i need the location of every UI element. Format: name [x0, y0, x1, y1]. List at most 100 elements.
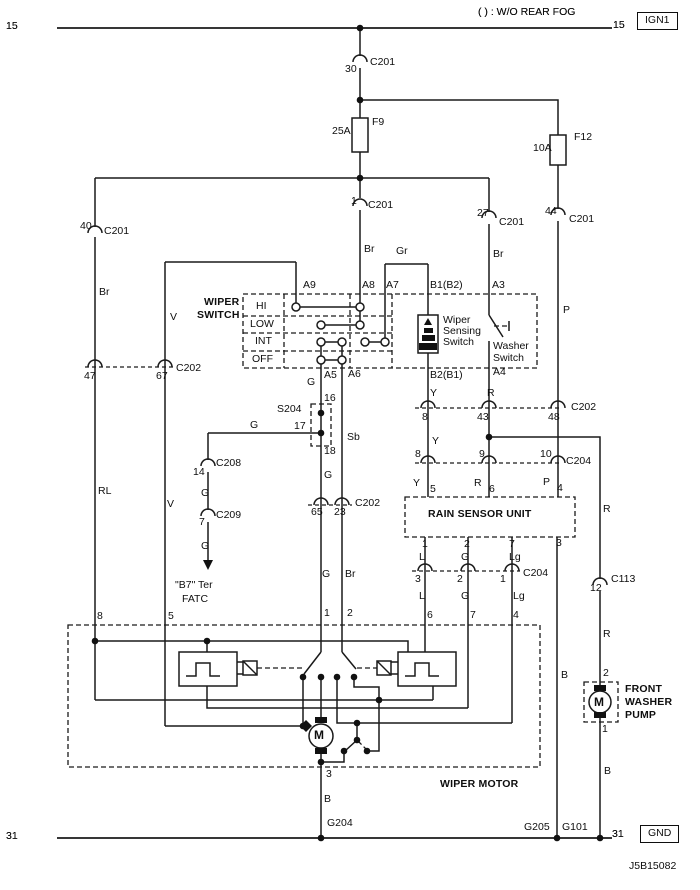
- fatc: FATC: [182, 593, 209, 605]
- f9-id: F9: [372, 116, 385, 128]
- circuit-15-right-num: 15: [613, 19, 625, 31]
- c202r-48: 48: [548, 411, 560, 423]
- pos-hi: HI: [256, 300, 267, 312]
- pin-a6: A6: [348, 368, 361, 380]
- c208-14: 14: [193, 466, 205, 478]
- gnd-box: GND: [640, 825, 680, 843]
- c201-30-pin: 30: [345, 63, 357, 75]
- rsu-pin1: 1: [422, 538, 428, 550]
- rsu-pin2: 2: [464, 538, 470, 550]
- c113-12: 12: [590, 582, 602, 594]
- c204b-1: 1: [500, 573, 506, 585]
- wiper-switch-box: [242, 293, 538, 369]
- wire-br-3: Br: [493, 248, 504, 260]
- fwp-pin1: 1: [602, 723, 608, 735]
- rain-sensor-box: [404, 496, 576, 538]
- wiper-switch-title-2: SWITCH: [197, 309, 240, 321]
- c201-44: C201: [569, 213, 595, 225]
- wm-pin5: 5: [168, 610, 174, 622]
- circuit-31-left-num: 31: [6, 830, 18, 842]
- c201-1-pin: 1: [351, 195, 357, 207]
- circuit-31-right-num: 31: [612, 828, 624, 840]
- ground-g204: G204: [327, 817, 353, 829]
- pin-b1b2: B1(B2): [430, 279, 463, 291]
- ign1-box: IGN1: [637, 12, 678, 30]
- park-switch-right: [376, 651, 457, 687]
- wire-br-1: Br: [99, 286, 110, 298]
- c208: C208: [216, 457, 242, 469]
- fuse-f12: [549, 134, 567, 166]
- wm-pin6: 6: [427, 609, 433, 621]
- wire-g-6: G: [461, 551, 470, 563]
- wire-lg-1: Lg: [509, 551, 521, 563]
- ground-g205: G205: [524, 821, 550, 833]
- c204b-3: 3: [415, 573, 421, 585]
- c202l: C202: [176, 362, 202, 374]
- wire-g-2: G: [201, 487, 210, 499]
- wire-v-2: V: [167, 498, 175, 510]
- wire-sb: Sb: [347, 431, 360, 443]
- circuit-15-left: 15: [6, 20, 18, 32]
- c204t-10: 10: [540, 448, 552, 460]
- park-switch-left: [178, 651, 258, 687]
- c202m: C202: [355, 497, 381, 509]
- doc-number: J5B15082: [629, 860, 677, 872]
- wire-r-2: R: [474, 477, 482, 489]
- c202m-23: 23: [334, 506, 346, 518]
- fuse-f9: [351, 117, 369, 153]
- fatc-arrow: [203, 560, 213, 570]
- rsu-pin7: 7: [509, 538, 515, 550]
- rsu-pin6: 6: [489, 483, 495, 495]
- washer-pump-m: M: [594, 695, 604, 709]
- washer-pump-box: [583, 681, 619, 723]
- c209-7: 7: [199, 516, 205, 528]
- pin-a8: A8: [362, 279, 375, 291]
- power-bus-line: [57, 27, 612, 839]
- junction-dots: [91, 24, 604, 842]
- wire-b-1: B: [561, 669, 569, 681]
- pin-a7: A7: [386, 279, 399, 291]
- f9-rating: 25A: [332, 125, 351, 137]
- f12-id: F12: [574, 131, 593, 143]
- b7-terminal: "B7" Ter: [175, 579, 213, 591]
- c201-40: C201: [104, 225, 130, 237]
- c201-27-pin: 27: [477, 207, 489, 219]
- pin-a9: A9: [303, 279, 316, 291]
- wiper-motor-box: [67, 624, 541, 768]
- wire-g-5: G: [322, 568, 331, 580]
- wire-br-2: Br: [364, 243, 375, 255]
- c209: C209: [216, 509, 242, 521]
- c201-30: C201: [370, 56, 396, 68]
- wire-r-1: R: [487, 387, 495, 399]
- ground-g101: G101: [562, 821, 588, 833]
- c202m-65: 65: [311, 506, 323, 518]
- wires-solid: [94, 28, 601, 838]
- c202r: C202: [571, 401, 597, 413]
- sensing-switch-label-1: Wiper: [443, 314, 471, 326]
- wire-g-a5: G: [307, 376, 316, 388]
- c201-1: C201: [368, 199, 394, 211]
- c204t-8: 8: [415, 448, 421, 460]
- wire-l-2: L: [419, 590, 425, 602]
- wo-rear-fog-note: ( ) : W/O REAR FOG: [478, 6, 576, 18]
- circuit-31-right: 31: [612, 828, 624, 840]
- pin-b2b1: B2(B1): [430, 369, 463, 381]
- wire-y-2: Y: [432, 435, 440, 447]
- pin-a5: A5: [324, 369, 337, 381]
- pos-off: OFF: [252, 353, 273, 365]
- c201-44-pin: 44: [545, 205, 557, 217]
- sensing-switch-label-2: Sensing: [443, 325, 481, 337]
- pin-a3: A3: [492, 279, 505, 291]
- wire-b-2: B: [604, 765, 612, 777]
- wire-p-1: P: [563, 304, 571, 316]
- s204-17: 17: [294, 420, 306, 432]
- wire-y-1: Y: [430, 387, 438, 399]
- fwp-title-3: PUMP: [625, 709, 657, 721]
- washer-switch-label-2: Switch: [493, 352, 524, 364]
- circuit-15-right: 15: [613, 19, 625, 31]
- wire-g-3: G: [201, 540, 210, 552]
- wiper-motor-m: M: [314, 728, 324, 742]
- wire-l-1: L: [419, 551, 425, 563]
- component-outlines: [67, 293, 619, 768]
